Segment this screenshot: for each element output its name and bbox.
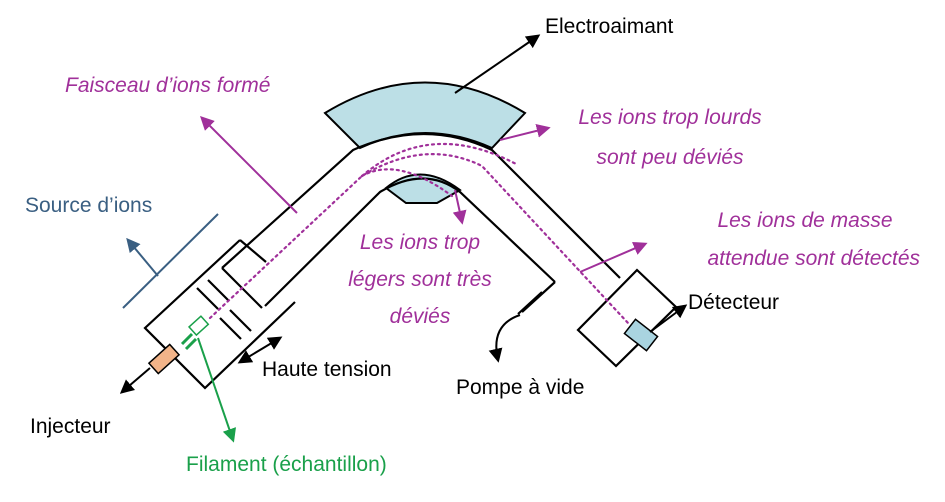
label-faisceau: Faisceau d’ions formé <box>65 74 271 97</box>
electromagnet-upper-pole <box>323 81 527 150</box>
label-source: Source d’ions <box>25 194 153 217</box>
heavy-ions-arrow <box>499 123 551 141</box>
label-legers-1: Les ions trop <box>359 231 481 254</box>
label-detecteur: Détecteur <box>688 291 780 314</box>
light-ions-arrow <box>452 189 467 225</box>
label-electroaimant: Electroaimant <box>545 15 674 38</box>
label-lourds-1: Les ions trop lourds <box>578 106 762 129</box>
pump-arrow <box>488 314 521 363</box>
label-legers-2: légers sont très <box>348 268 492 291</box>
source-plate <box>122 213 219 309</box>
high-voltage-arrow <box>237 336 283 364</box>
injector-element <box>147 343 181 375</box>
injector-arrow <box>119 367 151 394</box>
label-pompe: Pompe à vide <box>456 376 585 399</box>
filament-arrow <box>197 337 236 443</box>
expected-ions-arrow <box>579 242 648 273</box>
faisceau-arrow <box>200 116 298 214</box>
label-haute-tension: Haute tension <box>262 358 392 381</box>
flight-tube <box>221 132 621 315</box>
annotation-arrows <box>119 34 688 443</box>
heavy-ion-beam <box>360 142 520 178</box>
light-ion-beam <box>360 168 454 198</box>
ion-beams <box>208 142 630 325</box>
source-arrow <box>126 237 159 277</box>
detector-housing <box>576 268 678 368</box>
detector-arrow <box>649 304 688 333</box>
label-filament: Filament (échantillon) <box>186 453 387 476</box>
label-lourds-2: sont peu déviés <box>596 146 744 169</box>
label-masse-2: attendue sont détectés <box>707 247 921 270</box>
filament-element <box>180 315 210 351</box>
detector-element <box>623 318 659 352</box>
label-legers-3: déviés <box>389 305 451 328</box>
electroaimant-arrow <box>454 34 541 94</box>
label-injecteur: Injecteur <box>30 415 111 438</box>
label-masse-1: Les ions de masse <box>717 209 893 232</box>
